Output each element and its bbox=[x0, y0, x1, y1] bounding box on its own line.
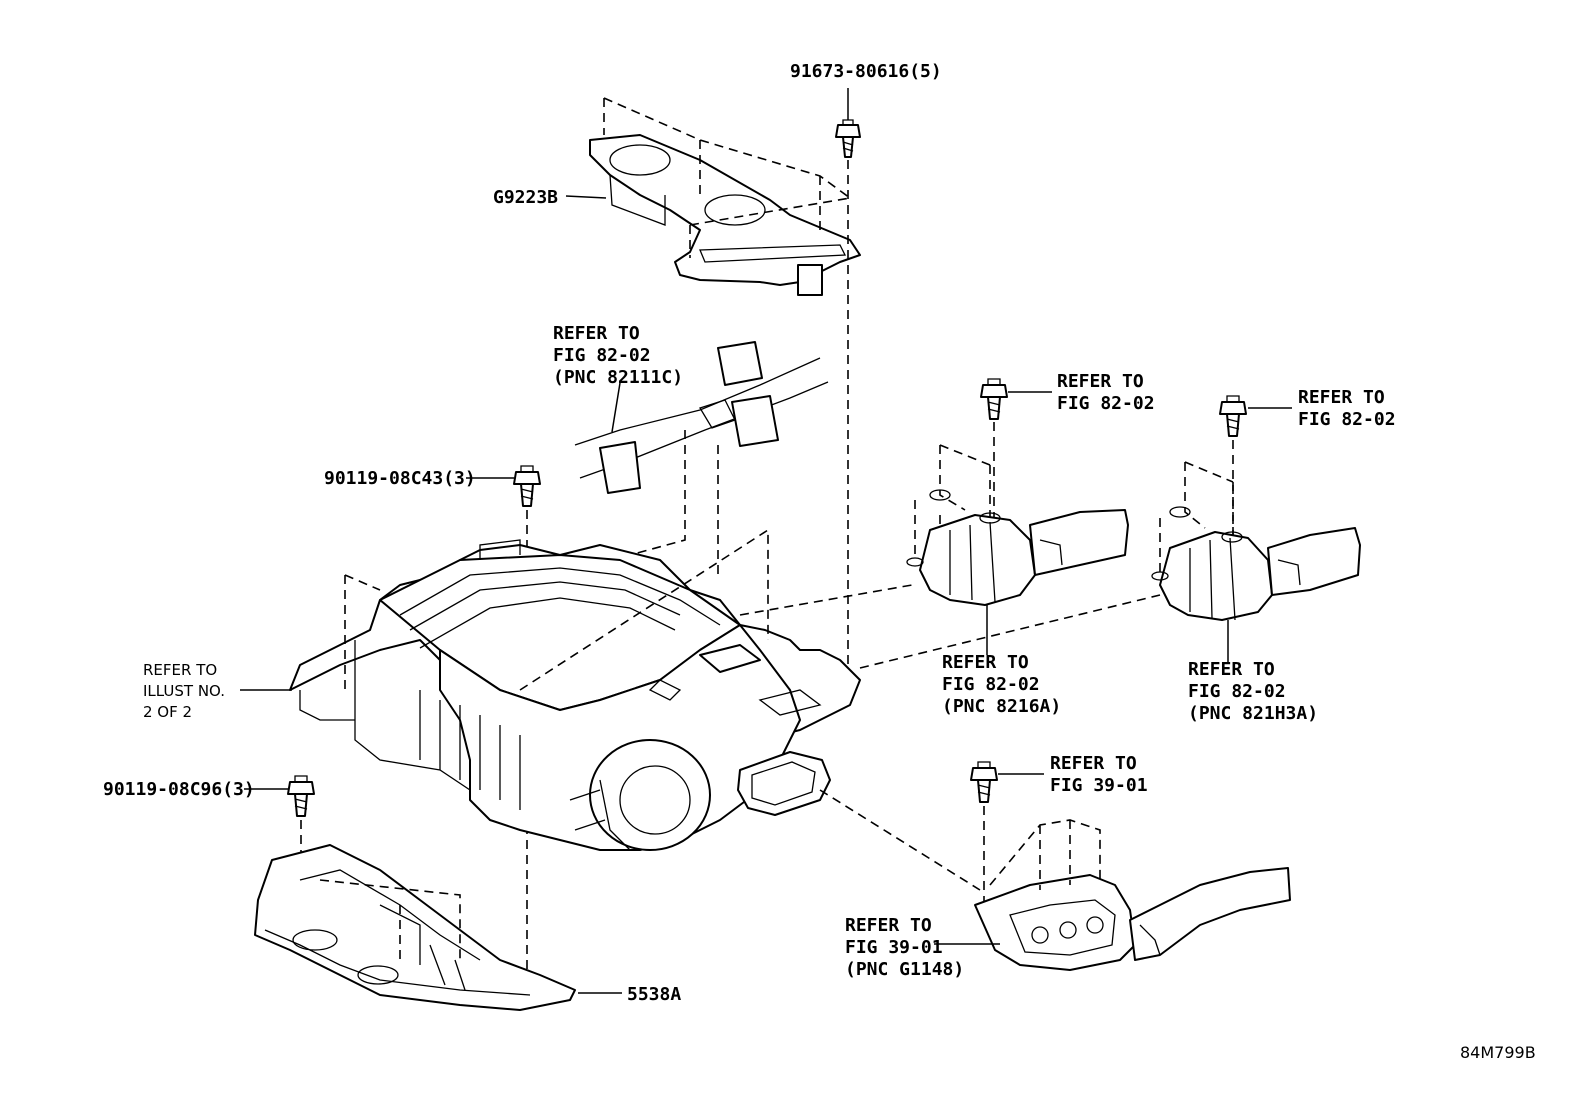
upper-cover-g9223b bbox=[589, 134, 861, 296]
label-refer-821h3a-3: (PNC 821H3A) bbox=[1188, 703, 1318, 724]
label-bolt-c43: 90119-08C43(3) bbox=[324, 468, 476, 489]
connector-g1148 bbox=[974, 867, 1291, 971]
connector-8216a bbox=[906, 489, 1129, 606]
label-bolt-top: 91673-80616(5) bbox=[790, 61, 942, 82]
label-refer-bolt-right-1: REFER TO bbox=[1298, 387, 1385, 408]
label-refer-bolt-3901-1: REFER TO bbox=[1050, 753, 1137, 774]
label-refer-illust-3: 2 OF 2 bbox=[143, 703, 192, 721]
label-refer-82111c-3: (PNC 82111C) bbox=[553, 367, 683, 388]
label-refer-illust-1: REFER TO bbox=[143, 661, 217, 679]
bolt-91673-icon bbox=[835, 119, 861, 158]
label-refer-bolt-mid-2: FIG 82-02 bbox=[1057, 393, 1155, 414]
label-refer-bolt-mid-1: REFER TO bbox=[1057, 371, 1144, 392]
bolt-fig3901-icon bbox=[970, 761, 998, 803]
label-refer-82111c-1: REFER TO bbox=[553, 323, 640, 344]
label-refer-g1148-2: FIG 39-01 bbox=[845, 937, 943, 958]
label-g9223b: G9223B bbox=[493, 187, 558, 208]
bolt-fig8202-right-icon bbox=[1219, 395, 1247, 437]
label-refer-illust-2: ILLUST NO. bbox=[143, 682, 225, 700]
bolt-90119-c43-icon bbox=[513, 465, 541, 507]
label-refer-821h3a-2: FIG 82-02 bbox=[1188, 681, 1286, 702]
label-refer-bolt-3901-2: FIG 39-01 bbox=[1050, 775, 1148, 796]
label-refer-bolt-right-2: FIG 82-02 bbox=[1298, 409, 1396, 430]
bolt-fig8202-mid-icon bbox=[980, 378, 1008, 420]
label-refer-8216a-1: REFER TO bbox=[942, 652, 1029, 673]
label-refer-8216a-3: (PNC 8216A) bbox=[942, 696, 1061, 717]
label-5538a: 5538A bbox=[627, 984, 681, 1005]
label-refer-82111c-2: FIG 82-02 bbox=[553, 345, 651, 366]
label-refer-821h3a-1: REFER TO bbox=[1188, 659, 1275, 680]
label-refer-g1148-3: (PNC G1148) bbox=[845, 959, 964, 980]
lower-cover-5538a bbox=[254, 844, 576, 1011]
label-bolt-c96: 90119-08C96(3) bbox=[103, 779, 255, 800]
diagram-code: 84M799B bbox=[1460, 1043, 1536, 1062]
inverter-assembly bbox=[289, 539, 861, 851]
bolt-90119-c96-icon bbox=[287, 775, 315, 817]
wire-harness-82111c bbox=[574, 341, 829, 494]
label-refer-g1148-1: REFER TO bbox=[845, 915, 932, 936]
label-refer-8216a-2: FIG 82-02 bbox=[942, 674, 1040, 695]
connector-821h3a bbox=[1151, 506, 1361, 621]
